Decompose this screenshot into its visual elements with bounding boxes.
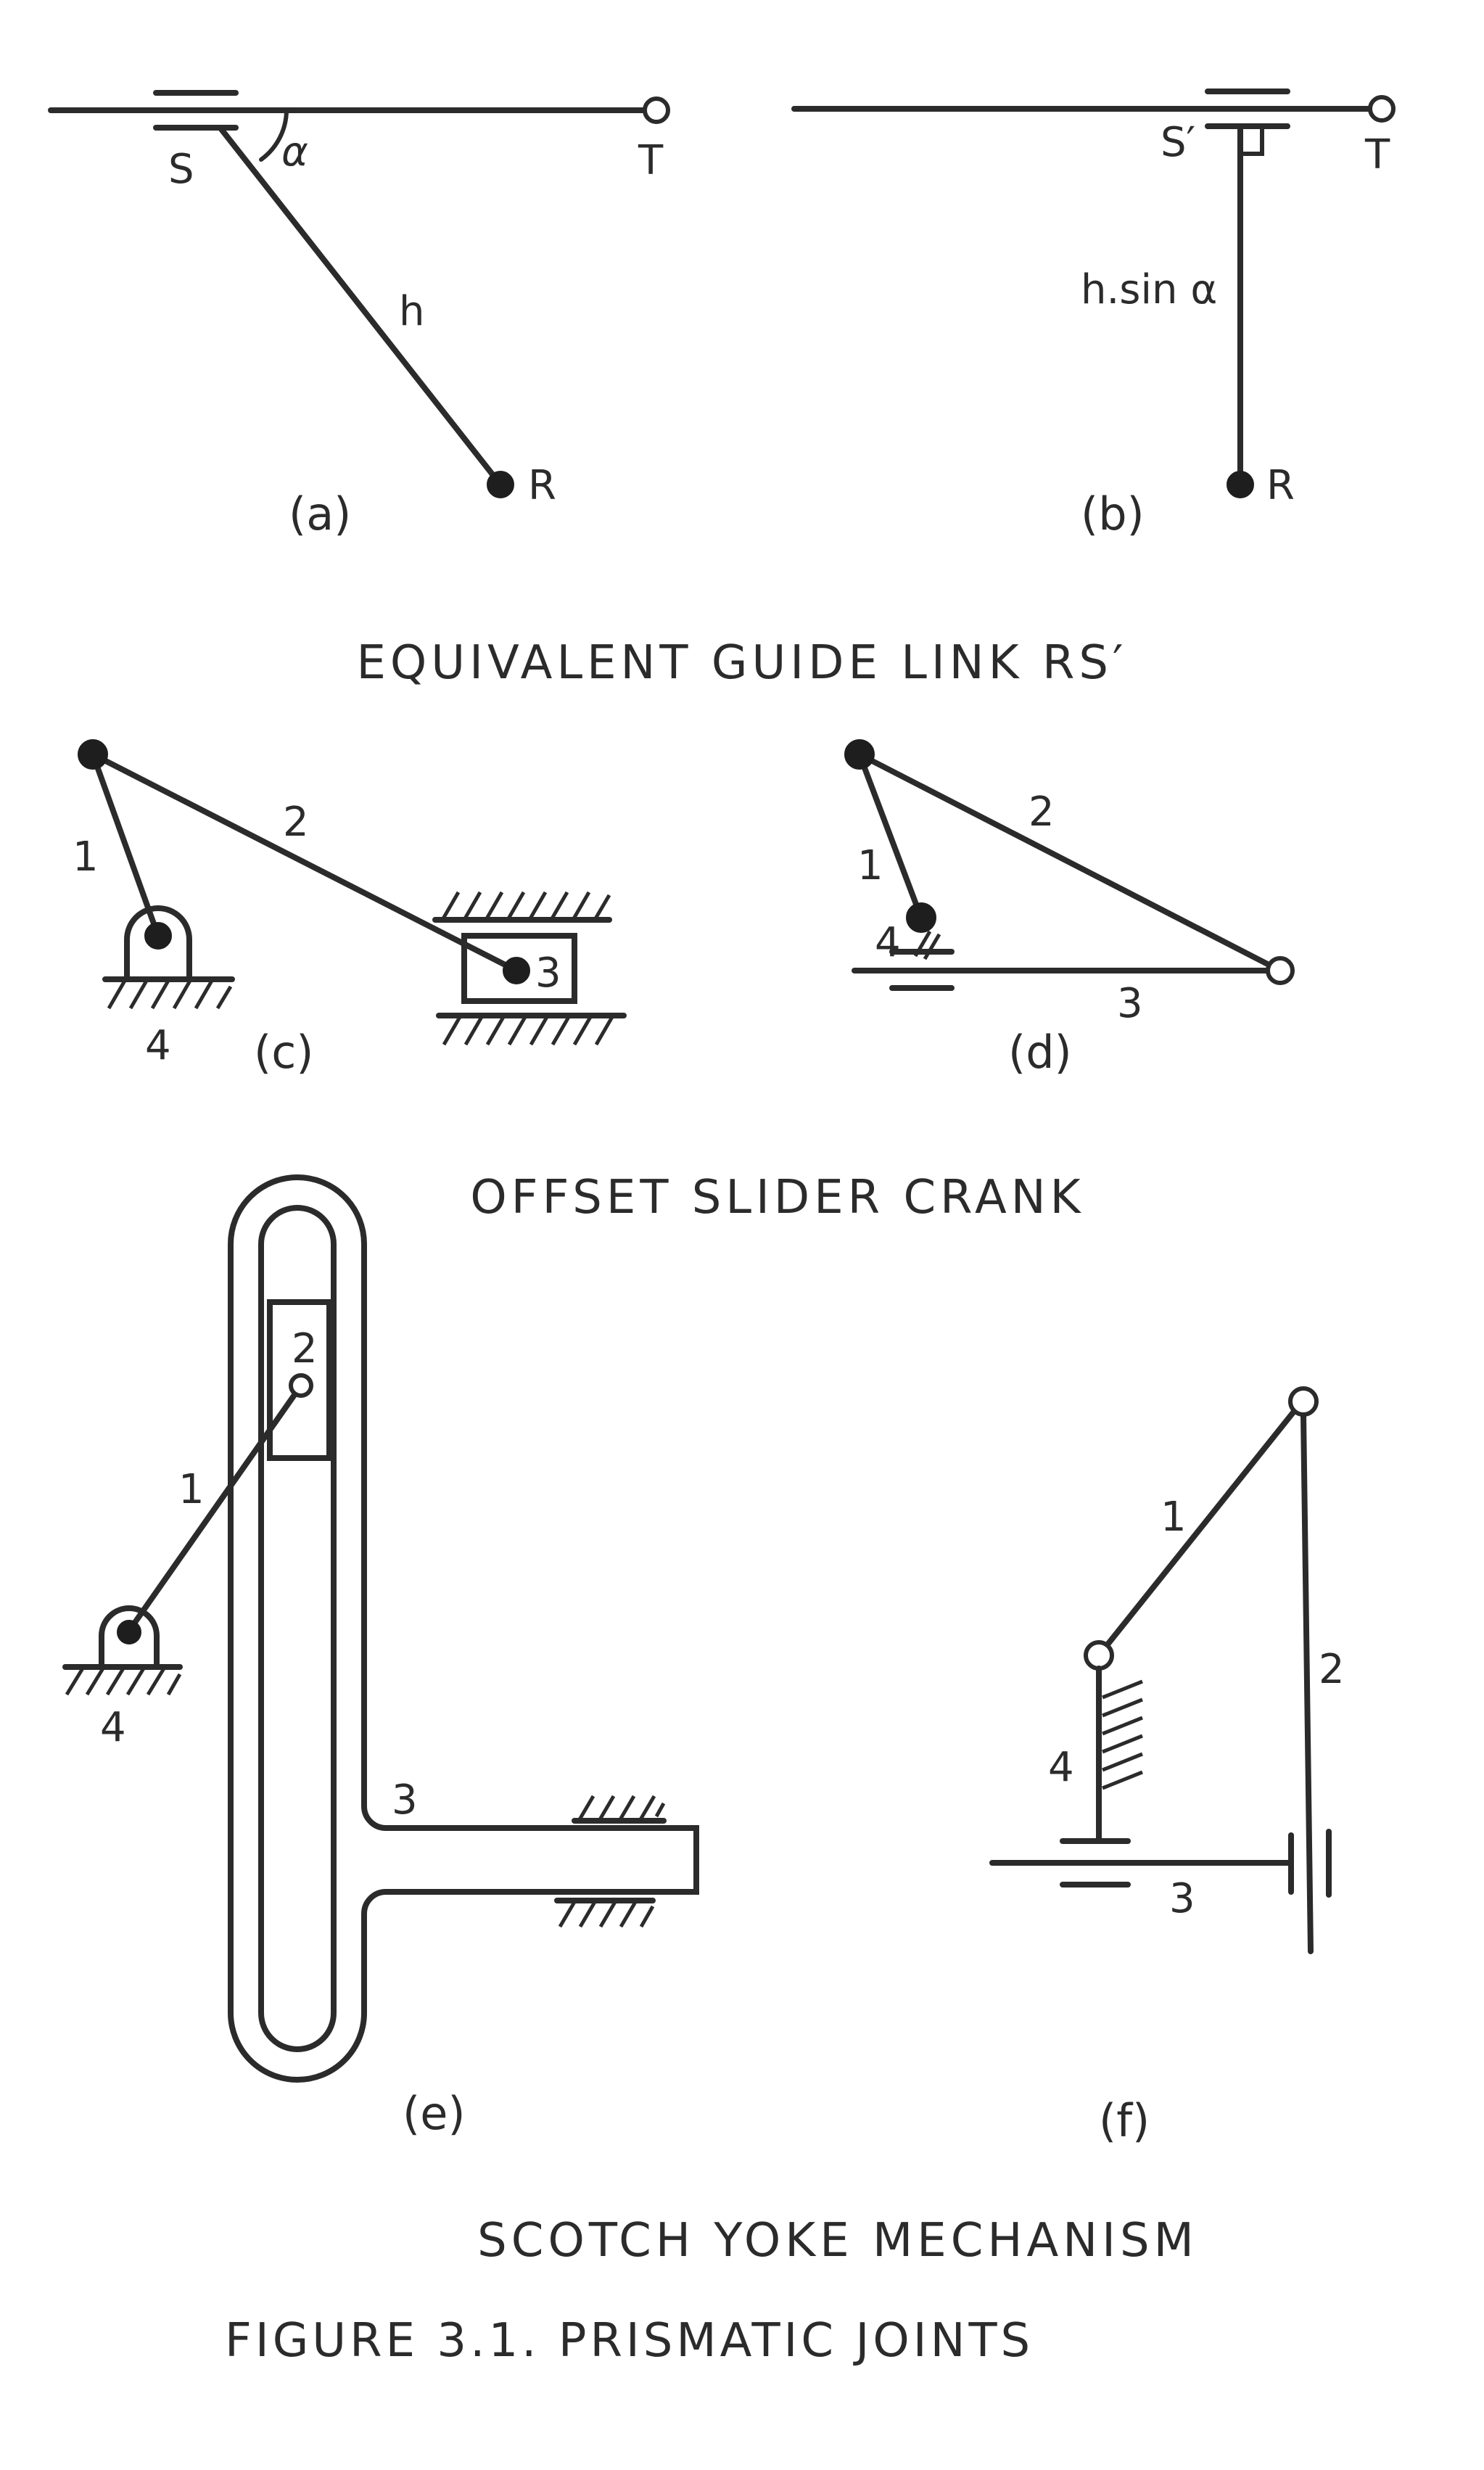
panel-f: 1 2 4 3 (f) [989, 1386, 1345, 2147]
link-1-f [1096, 1399, 1305, 1658]
label-s-prime-b: S′ [1161, 119, 1195, 166]
label-1-f: 1 [1161, 1494, 1187, 1541]
link-2-d [857, 752, 1283, 973]
label-3-c: 3 [535, 950, 561, 997]
sublabel-b: (b) [1081, 487, 1145, 540]
sublabel-e: (e) [403, 2087, 466, 2140]
heading-equivalent-guide-link: EQUIVALENT GUIDE LINK RS′ [356, 636, 1127, 690]
sublabel-f: (f) [1099, 2094, 1150, 2147]
yoke-slot [258, 1205, 337, 2052]
guide-top-hatch-e [577, 1795, 666, 1822]
label-t-b: T [1364, 131, 1390, 178]
pin-ground-d [906, 902, 936, 933]
label-s-a: S [168, 146, 194, 193]
sublabel-c: (c) [254, 1026, 313, 1079]
ground-hatch-d [913, 930, 941, 960]
label-1-d: 1 [857, 842, 883, 889]
panel-b: S′ T h.sin α R (b) [791, 88, 1396, 540]
ground-hatch-e [65, 1667, 182, 1696]
pin-t-b [1368, 95, 1396, 123]
label-2-c: 2 [283, 799, 309, 846]
panel-d: 1 2 3 4 (d) [844, 739, 1295, 1079]
label-alpha-a: α [281, 128, 308, 176]
angle-arc-alpha [259, 108, 289, 162]
panel-a: S T α h R (a) [48, 90, 670, 540]
pin-crank-f [1084, 1640, 1114, 1671]
pin-joint-12-c [78, 739, 108, 770]
label-3-d: 3 [1117, 980, 1143, 1027]
guide-top-hatch-c [440, 891, 611, 921]
pin-ground-e [117, 1620, 141, 1644]
panel-e: 2 1 4 3 (e) [62, 1174, 699, 2140]
label-3-e: 3 [392, 1777, 418, 1824]
label-4-d: 4 [875, 919, 901, 966]
label-2-f: 2 [1319, 1646, 1345, 1693]
heading-scotch-yoke: SCOTCH YOKE MECHANISM [477, 2214, 1198, 2268]
guide-bottom-hatch-c [442, 1016, 614, 1046]
heading-offset-slider-crank: OFFSET SLIDER CRANK [470, 1171, 1084, 1224]
label-r-b: R [1266, 462, 1295, 509]
right-angle-mark-b [1238, 127, 1264, 156]
label-t-a: T [638, 137, 664, 184]
slider-block-2-e [267, 1299, 332, 1461]
ground-hatch-c [107, 979, 233, 1010]
guide-bottom-hatch-e [558, 1901, 655, 1928]
label-1-c: 1 [73, 833, 99, 881]
label-1-e: 1 [178, 1466, 205, 1513]
pin-joint-12-d [844, 739, 875, 770]
link-2-c [90, 752, 519, 973]
label-4-c: 4 [145, 1022, 171, 1069]
link-1-d [857, 752, 924, 921]
panel-c: 1 2 3 4 (c) [73, 739, 627, 1079]
link-h-a [218, 126, 503, 487]
figure-caption: FIGURE 3.1. PRISMATIC JOINTS [225, 2314, 1034, 2368]
ground-pivot-c [124, 905, 192, 981]
sublabel-d: (d) [1008, 1026, 1072, 1079]
yoke-outer-3 [228, 1174, 699, 2083]
sublabel-a: (a) [289, 487, 351, 540]
label-4-e: 4 [100, 1704, 126, 1751]
pin-top-f [1288, 1386, 1319, 1417]
slider-block-3-c [461, 933, 577, 1004]
link-2-f [1300, 1412, 1314, 1954]
pin-t-a [643, 96, 670, 124]
pin-end-d [1266, 956, 1295, 985]
pin-r-a [487, 471, 514, 498]
link-1-e [126, 1383, 304, 1634]
pin-r-b [1227, 471, 1254, 498]
pin-slider-e [289, 1373, 313, 1398]
pin-slider-c [503, 957, 530, 984]
label-2-d: 2 [1029, 789, 1055, 836]
ground-pivot-e [99, 1605, 160, 1668]
label-3-f: 3 [1169, 1875, 1195, 1922]
ground-hatch-f [1102, 1679, 1143, 1790]
label-hsin-b: h.sin α [1081, 266, 1217, 313]
label-4-f: 4 [1048, 1744, 1074, 1791]
link-1-c [90, 752, 161, 939]
label-2-e: 2 [292, 1325, 318, 1372]
label-h-a: h [399, 288, 425, 335]
label-r-a: R [528, 462, 556, 509]
pin-ground-c [144, 922, 172, 950]
